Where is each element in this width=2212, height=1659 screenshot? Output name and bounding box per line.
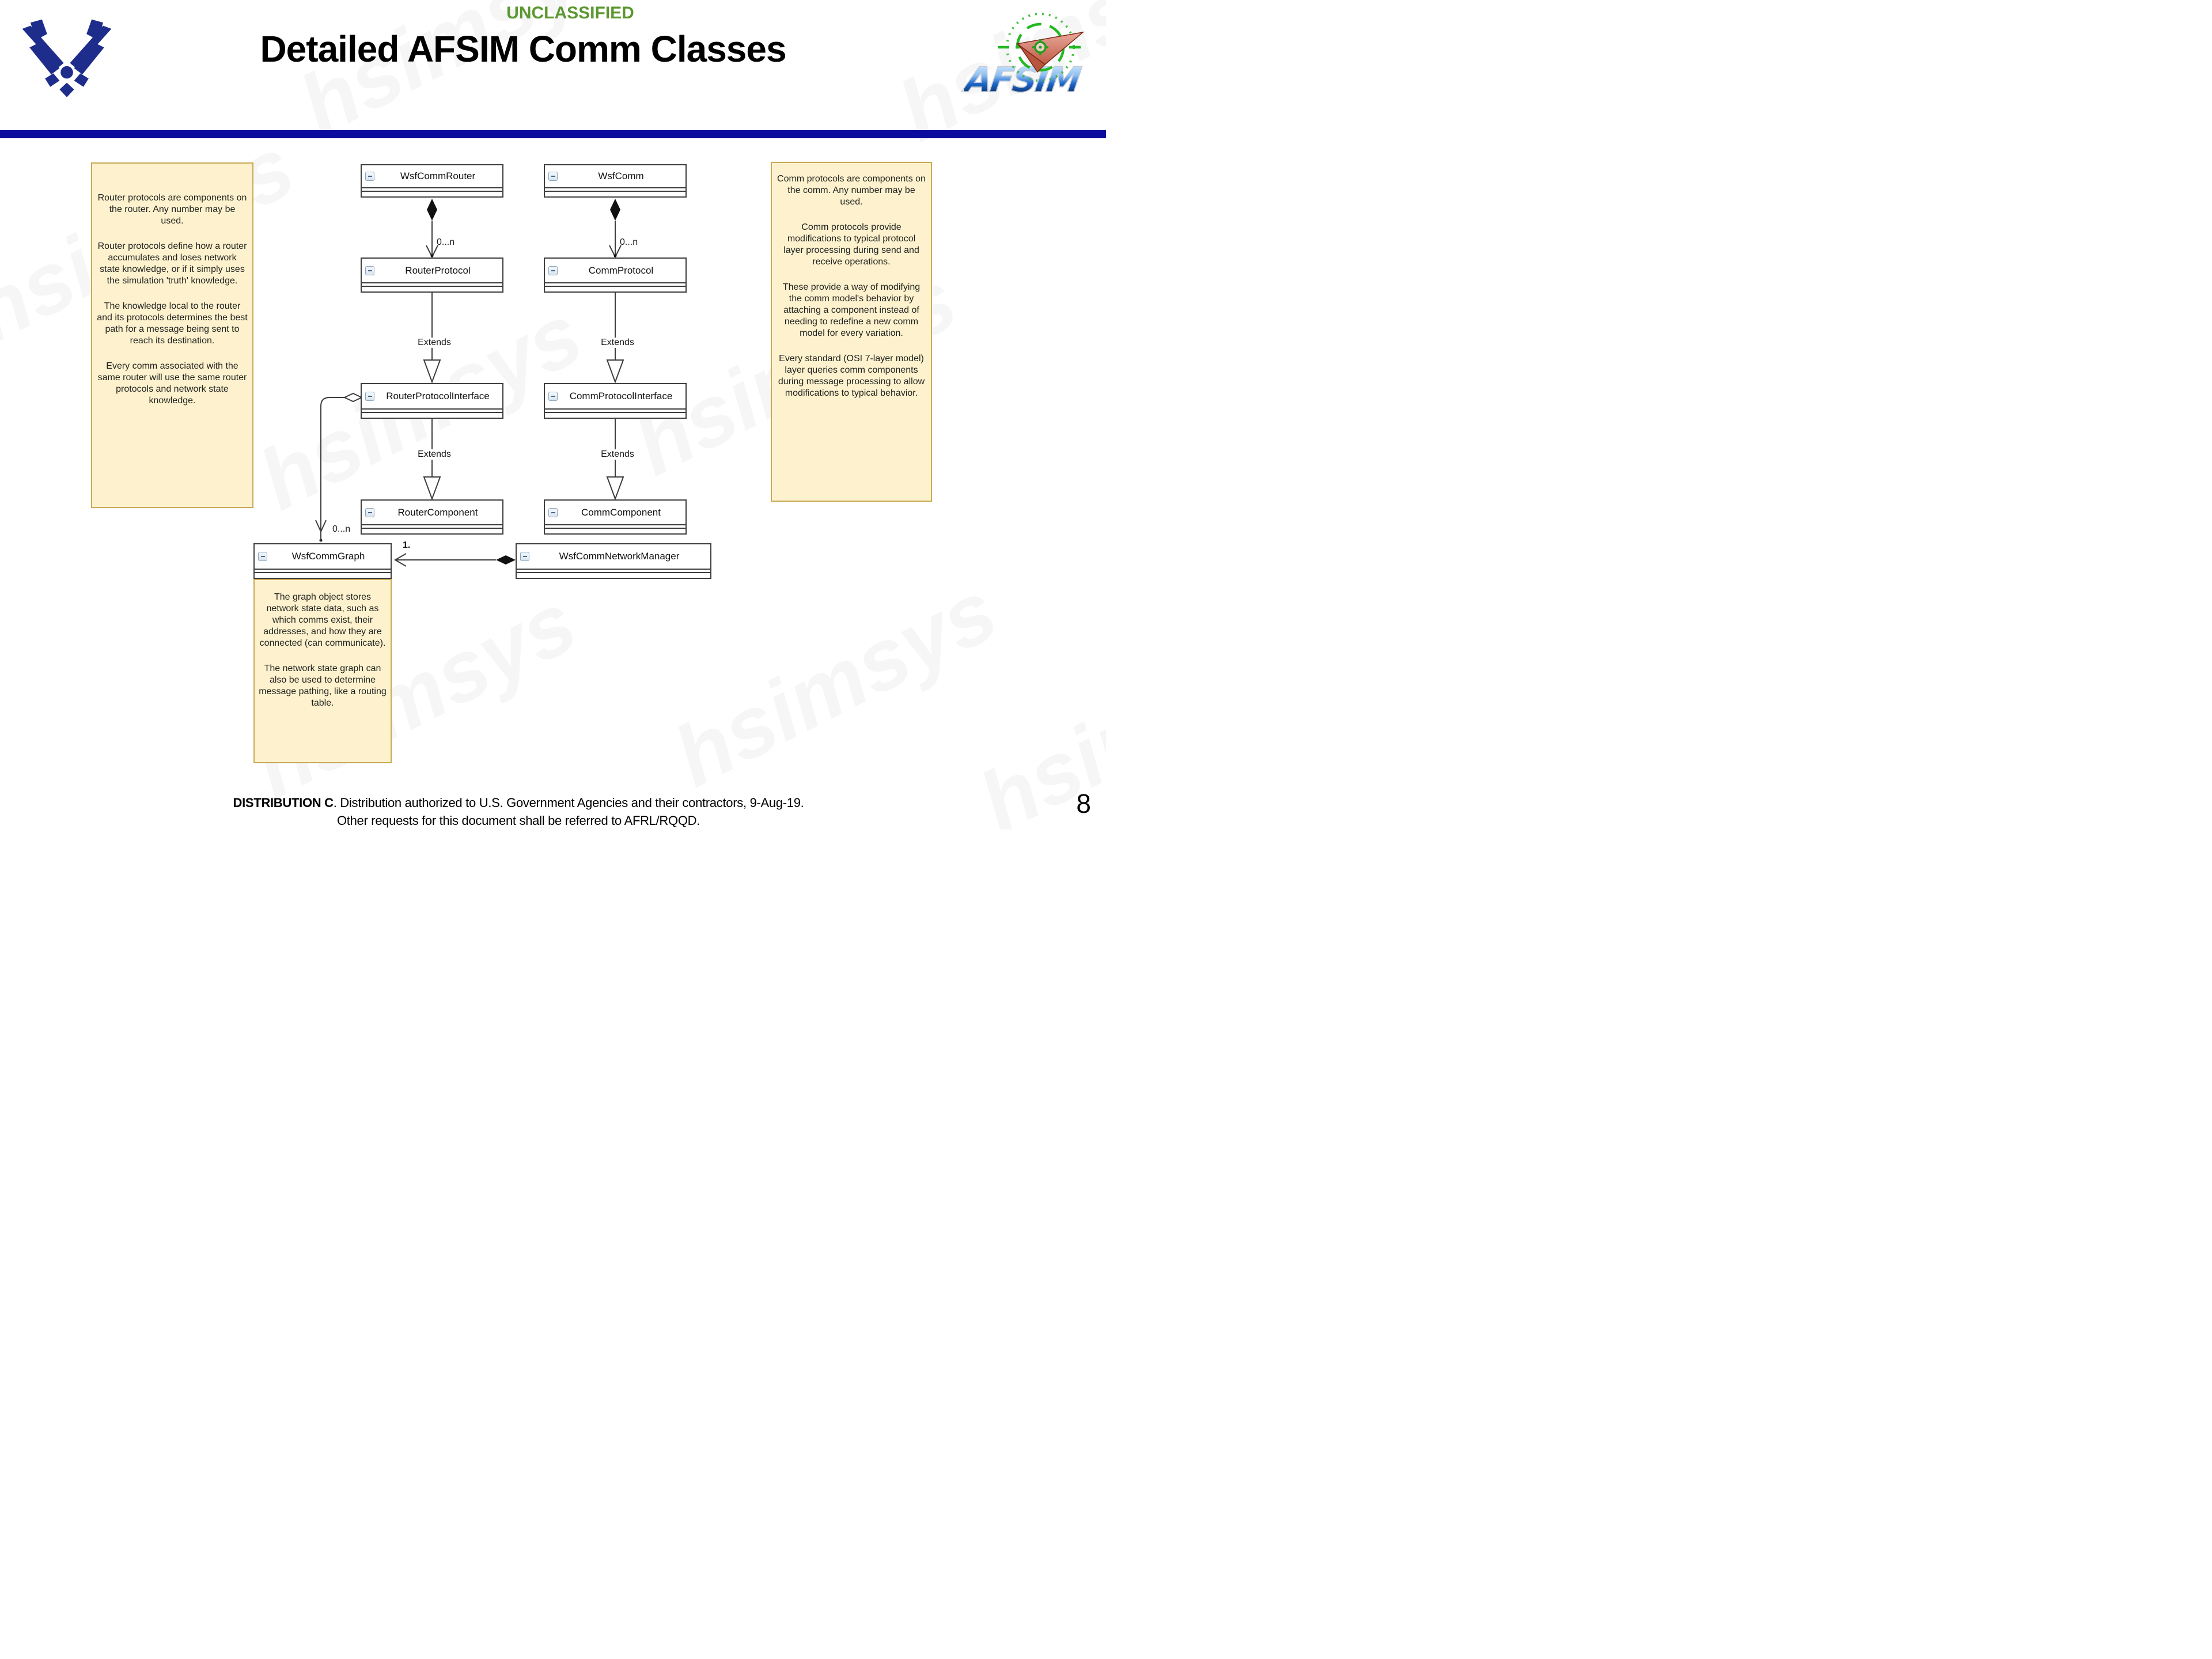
class-compartment <box>545 286 685 291</box>
class-routercomponent: RouterComponent <box>361 499 503 535</box>
class-name: WsfCommNetworkManager <box>559 551 680 562</box>
class-compartment <box>255 572 391 578</box>
note-paragraph: These provide a way of modifying the com… <box>782 282 921 338</box>
usaf-wings-icon <box>22 19 112 97</box>
collapse-icon <box>548 172 558 181</box>
class-compartment <box>362 191 502 196</box>
distribution-statement: DISTRIBUTION C. Distribution authorized … <box>0 794 1037 830</box>
class-name: WsfCommGraph <box>291 551 365 562</box>
collapse-icon <box>365 172 374 181</box>
class-wsfcomm: WsfComm <box>544 164 687 198</box>
class-routerprotocolinterface: RouterProtocolInterface <box>361 383 503 419</box>
class-routerprotocol: RouterProtocol <box>361 257 503 293</box>
collapse-icon <box>258 552 267 561</box>
class-wsfcommrouter: WsfCommRouter <box>361 164 503 198</box>
collapse-icon <box>365 392 374 401</box>
class-commprotocol: CommProtocol <box>544 257 687 293</box>
class-commcomponent: CommComponent <box>544 499 687 535</box>
class-name: RouterProtocolInterface <box>386 391 490 402</box>
class-compartment <box>517 572 710 578</box>
class-name: RouterComponent <box>397 506 478 518</box>
class-name: WsfComm <box>598 171 644 181</box>
extends-label: Extends <box>409 338 460 348</box>
note-paragraph: Every comm associated with the same rout… <box>97 361 247 406</box>
class-name: CommComponent <box>581 506 661 518</box>
class-compartment <box>545 191 685 196</box>
note-comm-protocols: Comm protocols are components on the com… <box>771 162 932 502</box>
note-paragraph: Comm protocols are components on the com… <box>777 174 926 207</box>
note-router-protocols: Router protocols are components on the r… <box>91 162 253 508</box>
class-compartment <box>362 412 502 418</box>
note-paragraph: The knowledge local to the router and it… <box>97 301 248 346</box>
note-paragraph: Router protocols are components on the r… <box>97 193 247 226</box>
multiplicity-label: 0...n <box>620 237 638 247</box>
multiplicity-label: 0...n <box>437 237 455 247</box>
watermark: hsimsys <box>658 560 1012 806</box>
page-number: 8 <box>1076 789 1091 819</box>
multiplicity-label: 1. <box>403 540 411 550</box>
afsim-logo-text: AFSIM <box>962 59 1082 101</box>
note-paragraph: Router protocols define how a router acc… <box>97 241 247 286</box>
distribution-line1: DISTRIBUTION C. Distribution authorized … <box>0 794 1037 812</box>
distribution-line2: Other requests for this document shall b… <box>336 813 700 828</box>
class-wsfcommgraph: WsfCommGraph <box>253 543 392 579</box>
header-divider <box>0 130 1106 138</box>
class-commprotocolinterface: CommProtocolInterface <box>544 383 687 419</box>
extends-label: Extends <box>592 338 643 348</box>
distribution-label: DISTRIBUTION C <box>233 796 334 810</box>
collapse-icon <box>548 392 558 401</box>
class-name: CommProtocolInterface <box>569 391 673 402</box>
page-title: Detailed AFSIM Comm Classes <box>260 28 786 70</box>
note-paragraph: Comm protocols provide modifications to … <box>783 222 919 267</box>
collapse-icon <box>548 266 558 275</box>
usaf-wings-logo <box>15 14 119 106</box>
extends-label: Extends <box>592 449 643 460</box>
collapse-icon <box>520 552 529 561</box>
class-compartment <box>362 528 502 533</box>
class-compartment <box>545 412 685 418</box>
note-paragraph: The graph object stores network state da… <box>259 592 386 648</box>
class-name: CommProtocol <box>588 264 654 276</box>
class-name: RouterProtocol <box>405 264 471 276</box>
note-comm-graph: The graph object stores network state da… <box>253 579 392 763</box>
note-paragraph: The network state graph can also be used… <box>259 664 387 708</box>
multiplicity-label: 0...n <box>332 524 351 534</box>
class-compartment <box>545 528 685 533</box>
collapse-icon <box>548 507 558 517</box>
extends-label: Extends <box>409 449 460 460</box>
collapse-icon <box>365 266 374 275</box>
afsim-logo: AFSIM <box>962 12 1100 127</box>
distribution-text: . Distribution authorized to U.S. Govern… <box>333 796 804 810</box>
class-wsfcommnetworkmanager: WsfCommNetworkManager <box>516 543 711 579</box>
class-name: WsfCommRouter <box>400 171 476 181</box>
collapse-icon <box>365 507 374 517</box>
note-paragraph: Every standard (OSI 7-layer model) layer… <box>778 354 925 398</box>
class-compartment <box>362 286 502 291</box>
classification-banner: UNCLASSIFIED <box>506 3 634 22</box>
slide: hsimsys hsimsys hsimsys hsimsys hsimsys … <box>0 0 1106 830</box>
